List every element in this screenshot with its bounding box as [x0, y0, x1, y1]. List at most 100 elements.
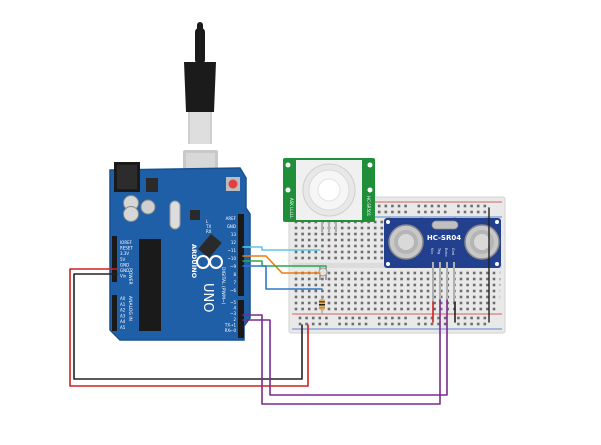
- breadboard-hole: [367, 277, 370, 281]
- breadboard-hole: [472, 307, 476, 311]
- breadboard-hole: [426, 295, 430, 299]
- breadboard-hole: [327, 250, 331, 254]
- breadboard-rail-hole: [384, 322, 388, 326]
- pir-side-text-right: HC-SR501: [366, 196, 371, 217]
- breadboard-hole: [479, 283, 483, 287]
- breadboard-rail-hole: [311, 316, 315, 320]
- breadboard-hole: [340, 232, 344, 236]
- breadboard-hole: [466, 283, 469, 287]
- breadboard-hole: [360, 226, 364, 230]
- breadboard-hole: [360, 277, 364, 281]
- breadboard-hole: [340, 244, 344, 248]
- breadboard-rail-hole: [397, 210, 401, 214]
- breadboard-hole: [406, 295, 410, 299]
- breadboard-rail-hole: [483, 316, 487, 320]
- breadboard-rail-hole: [384, 210, 388, 214]
- power-pin-label: 5V: [120, 257, 126, 262]
- breadboard-rail-hole: [470, 210, 473, 214]
- breadboard-rail-hole: [463, 210, 467, 214]
- breadboard-hole: [354, 301, 357, 305]
- digital-pin-label: 13: [231, 232, 237, 237]
- breadboard-hole: [347, 289, 351, 293]
- breadboard-hole: [413, 277, 417, 281]
- analog-header-label: ANALOG IN: [127, 296, 133, 321]
- power-pin-label: GND: [120, 268, 129, 273]
- breadboard-hole: [354, 289, 357, 293]
- breadboard-hole: [426, 277, 430, 281]
- breadboard-hole: [340, 271, 344, 275]
- breadboard-hole: [294, 289, 298, 293]
- breadboard-hole: [439, 307, 443, 311]
- breadboard-hole: [334, 250, 337, 254]
- breadboard-hole: [347, 226, 351, 230]
- breadboard-hole: [354, 271, 357, 275]
- breadboard-hole: [334, 244, 337, 248]
- breadboard-hole: [340, 226, 344, 230]
- breadboard-hole: [347, 307, 351, 311]
- pir-side-text-left: ASK LLLLL: [289, 198, 294, 219]
- breadboard-hole: [413, 271, 417, 275]
- breadboard-rail-hole: [397, 322, 401, 326]
- ultrasonic-pins: [432, 262, 455, 302]
- breadboard-hole: [479, 307, 483, 311]
- power-pin-label: Vin: [120, 274, 127, 279]
- breadboard-hole: [340, 277, 344, 281]
- breadboard-hole: [472, 271, 476, 275]
- analog-pin-label: A0: [120, 296, 126, 301]
- breadboard-hole: [354, 232, 357, 236]
- breadboard-hole: [439, 271, 443, 275]
- analog-pin-label: A1: [120, 302, 126, 307]
- breadboard-hole: [367, 307, 370, 311]
- breadboard-hole: [380, 295, 384, 299]
- arduino-logo: [196, 255, 223, 269]
- breadboard-hole: [420, 295, 423, 299]
- breadboard-hole: [321, 256, 324, 260]
- digital-pin-label: RX←0: [225, 328, 237, 333]
- ultrasonic-pin-label: Trig: [437, 247, 441, 254]
- breadboard-hole: [301, 244, 304, 248]
- breadboard-rail-hole: [430, 204, 434, 208]
- breadboard-hole: [413, 295, 417, 299]
- breadboard-hole: [340, 301, 344, 305]
- breadboard-hole: [294, 226, 298, 230]
- breadboard-hole: [472, 301, 476, 305]
- breadboard-hole: [307, 301, 311, 305]
- power-pin-label: 3.3V: [120, 251, 129, 256]
- breadboard-hole: [426, 271, 430, 275]
- breadboard-rail-hole: [483, 204, 487, 208]
- breadboard-hole: [327, 301, 331, 305]
- breadboard-hole: [433, 289, 436, 293]
- breadboard-rail-hole: [377, 204, 381, 208]
- breadboard-hole: [367, 244, 370, 248]
- breadboard-hole: [367, 301, 370, 305]
- breadboard-rail-hole: [463, 322, 467, 326]
- breadboard-hole: [321, 238, 324, 242]
- breadboard-rail-hole: [430, 322, 434, 326]
- breadboard-rail-hole: [391, 316, 394, 320]
- breadboard-hole: [354, 250, 357, 254]
- breadboard-hole: [459, 295, 463, 299]
- breadboard-hole: [314, 256, 318, 260]
- breadboard-rail-hole: [364, 322, 368, 326]
- breadboard-rail-hole: [358, 316, 361, 320]
- digital-pin-label: TX→1: [224, 322, 237, 327]
- breadboard-hole: [406, 271, 410, 275]
- breadboard-hole: [439, 295, 443, 299]
- breadboard-hole: [400, 295, 403, 299]
- breadboard-hole: [307, 307, 311, 311]
- breadboard-hole: [314, 307, 318, 311]
- breadboard-rail-hole: [457, 316, 460, 320]
- breadboard-hole: [314, 301, 318, 305]
- breadboard-hole: [433, 301, 436, 305]
- digital-pin-label: ~11: [228, 248, 237, 253]
- breadboard-hole: [492, 289, 496, 293]
- breadboard-hole: [307, 295, 311, 299]
- breadboard-rail-hole: [437, 316, 440, 320]
- breadboard-hole: [294, 244, 298, 248]
- breadboard-hole: [347, 232, 351, 236]
- breadboard-hole: [433, 271, 436, 275]
- breadboard-hole: [479, 277, 483, 281]
- breadboard-hole: [387, 307, 390, 311]
- breadboard-rail-hole: [397, 316, 401, 320]
